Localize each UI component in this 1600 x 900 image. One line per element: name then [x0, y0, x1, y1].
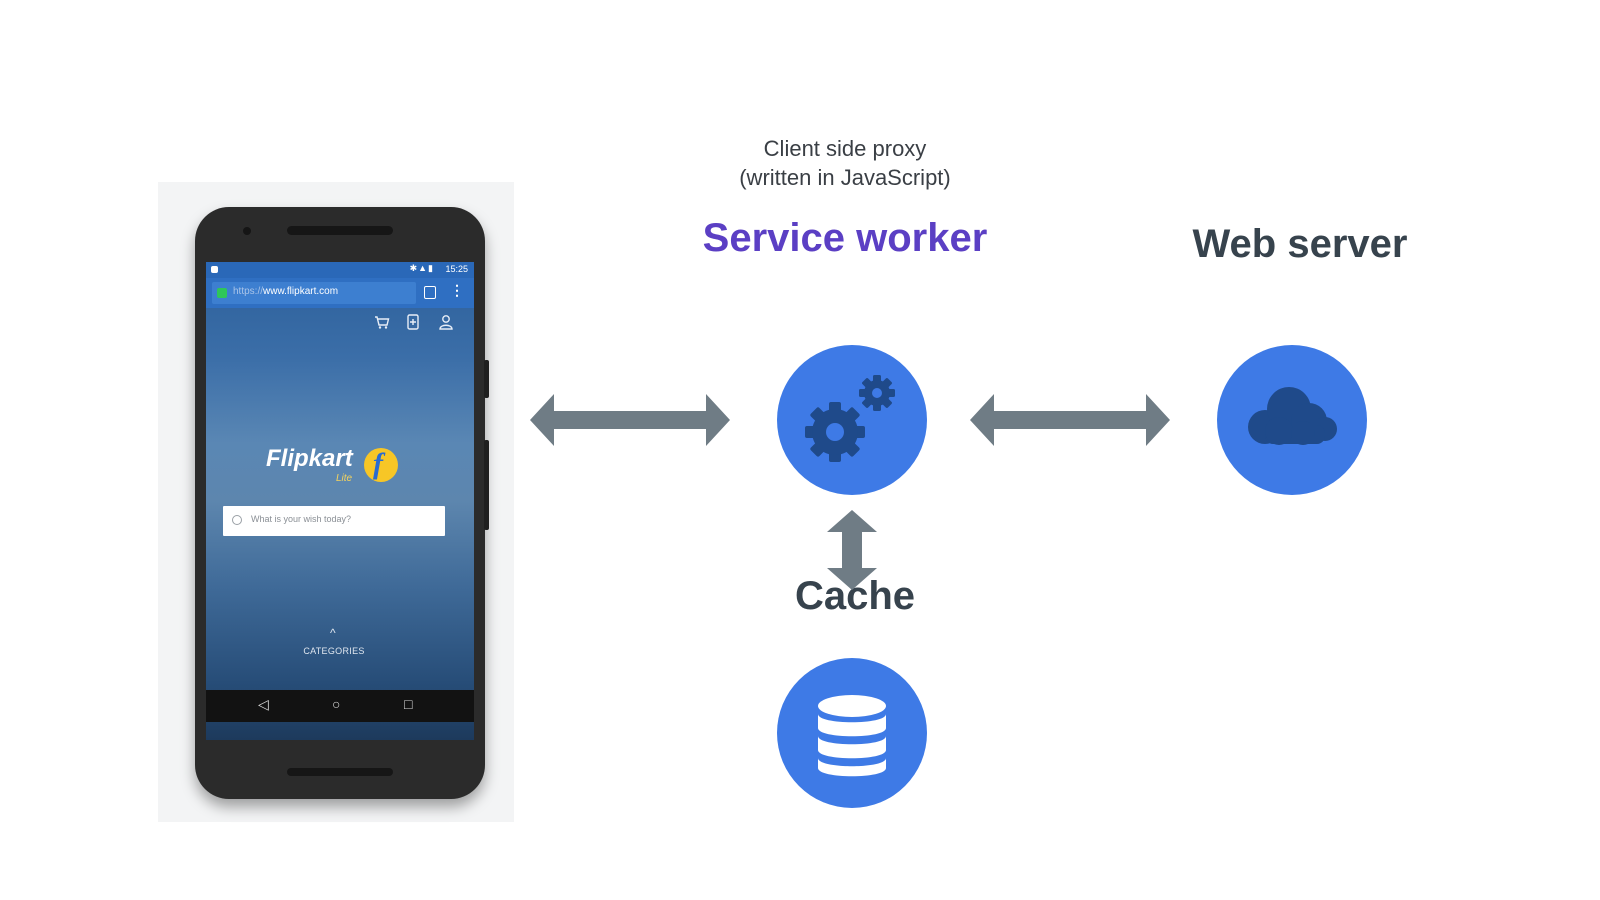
search-icon	[232, 515, 242, 525]
overflow-menu-icon[interactable]: ⋮	[450, 282, 464, 298]
url-scheme: https://	[233, 286, 264, 297]
chevron-up-icon[interactable]: ^	[330, 626, 336, 640]
flipkart-logo-icon: f	[364, 447, 398, 482]
phone-power-button	[484, 360, 489, 398]
notification-icon	[211, 266, 218, 273]
recents-icon[interactable]: □	[404, 696, 413, 712]
cart-icon[interactable]	[374, 314, 390, 333]
caption-line-1: Client side proxy	[763, 136, 927, 161]
browser-address-bar: https://www.flipkart.com ⋮	[206, 278, 474, 308]
lock-icon	[217, 288, 227, 298]
home-icon[interactable]: ○	[332, 696, 341, 712]
phone-volume-button	[484, 440, 489, 530]
back-icon[interactable]: ◁	[258, 696, 269, 712]
status-time: 15:25	[445, 264, 468, 274]
flipkart-lite-label: Lite	[336, 473, 353, 484]
service-worker-label: Service worker	[702, 216, 988, 260]
service-worker-caption: Client side proxy (written in JavaScript…	[700, 134, 990, 192]
phone-speaker	[287, 768, 393, 776]
double-arrow-icon	[530, 394, 730, 446]
gears-icon	[805, 375, 895, 462]
signal-battery-icons: ✱▲▮	[409, 263, 434, 273]
double-arrow-vertical-icon	[827, 510, 877, 590]
account-icon[interactable]	[438, 314, 454, 333]
cloud-icon	[1248, 387, 1337, 445]
flipkart-logo-text: Flipkart	[266, 445, 353, 472]
phone-earpiece	[287, 226, 393, 235]
flipkart-logo-letter: f	[373, 447, 383, 480]
tab-switcher-icon[interactable]	[424, 286, 436, 299]
url-host: www.flipkart.com	[263, 286, 339, 297]
search-input[interactable]: What is your wish today?	[223, 506, 445, 536]
double-arrow-icon	[970, 394, 1170, 446]
caption-line-2: (written in JavaScript)	[739, 165, 951, 190]
search-placeholder: What is your wish today?	[251, 514, 352, 524]
phone-camera	[243, 227, 251, 235]
service-worker-node	[777, 345, 927, 495]
categories-link[interactable]: CATEGORIES	[303, 646, 365, 656]
web-server-node	[1217, 345, 1367, 495]
cache-node	[777, 658, 927, 808]
url-text: https://www.flipkart.com	[233, 286, 338, 297]
web-server-label: Web server	[1192, 222, 1408, 266]
android-nav-bar: ◁ ○ □	[206, 690, 474, 722]
android-status-bar: ✱▲▮ 15:25	[206, 262, 474, 278]
database-icon	[818, 695, 886, 777]
url-field[interactable]: https://www.flipkart.com	[212, 282, 416, 304]
phone-screen: ✱▲▮ 15:25 https://www.flipkart.com ⋮ Fli…	[206, 262, 474, 740]
add-to-homescreen-icon[interactable]	[406, 314, 420, 333]
